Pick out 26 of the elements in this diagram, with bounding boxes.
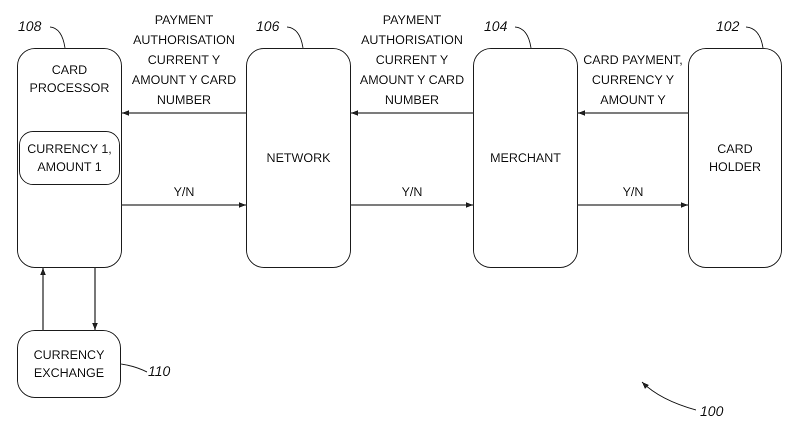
process-box	[17, 48, 122, 268]
node-text: CURRENCY EXCHANGE	[32, 347, 106, 382]
reference-numeral: 108	[18, 18, 42, 34]
arrow	[578, 202, 688, 208]
process-box	[473, 48, 578, 268]
node-text: CURRENCY 1, AMOUNT 1	[26, 141, 113, 176]
arrow	[92, 268, 98, 330]
reference-numeral: 110	[148, 363, 170, 379]
reference-numeral: 100	[700, 403, 724, 419]
node-text: CARD PROCESSOR	[28, 62, 110, 97]
arrow	[122, 110, 246, 116]
process-box	[17, 330, 121, 398]
reference-numeral: 106	[256, 18, 280, 34]
process-box	[246, 48, 351, 268]
node-text: MERCHANT	[490, 150, 561, 167]
arrow	[122, 202, 246, 208]
reference-numeral: 104	[484, 18, 508, 34]
arrow	[578, 110, 688, 116]
node-text: NETWORK	[266, 150, 330, 167]
arrow	[40, 268, 46, 330]
node-text: CARD HOLDER	[708, 141, 762, 176]
arrow	[351, 202, 473, 208]
inner-data-box	[19, 131, 120, 185]
reference-numeral: 102	[716, 18, 740, 34]
arrow	[351, 110, 473, 116]
process-box	[688, 48, 782, 268]
